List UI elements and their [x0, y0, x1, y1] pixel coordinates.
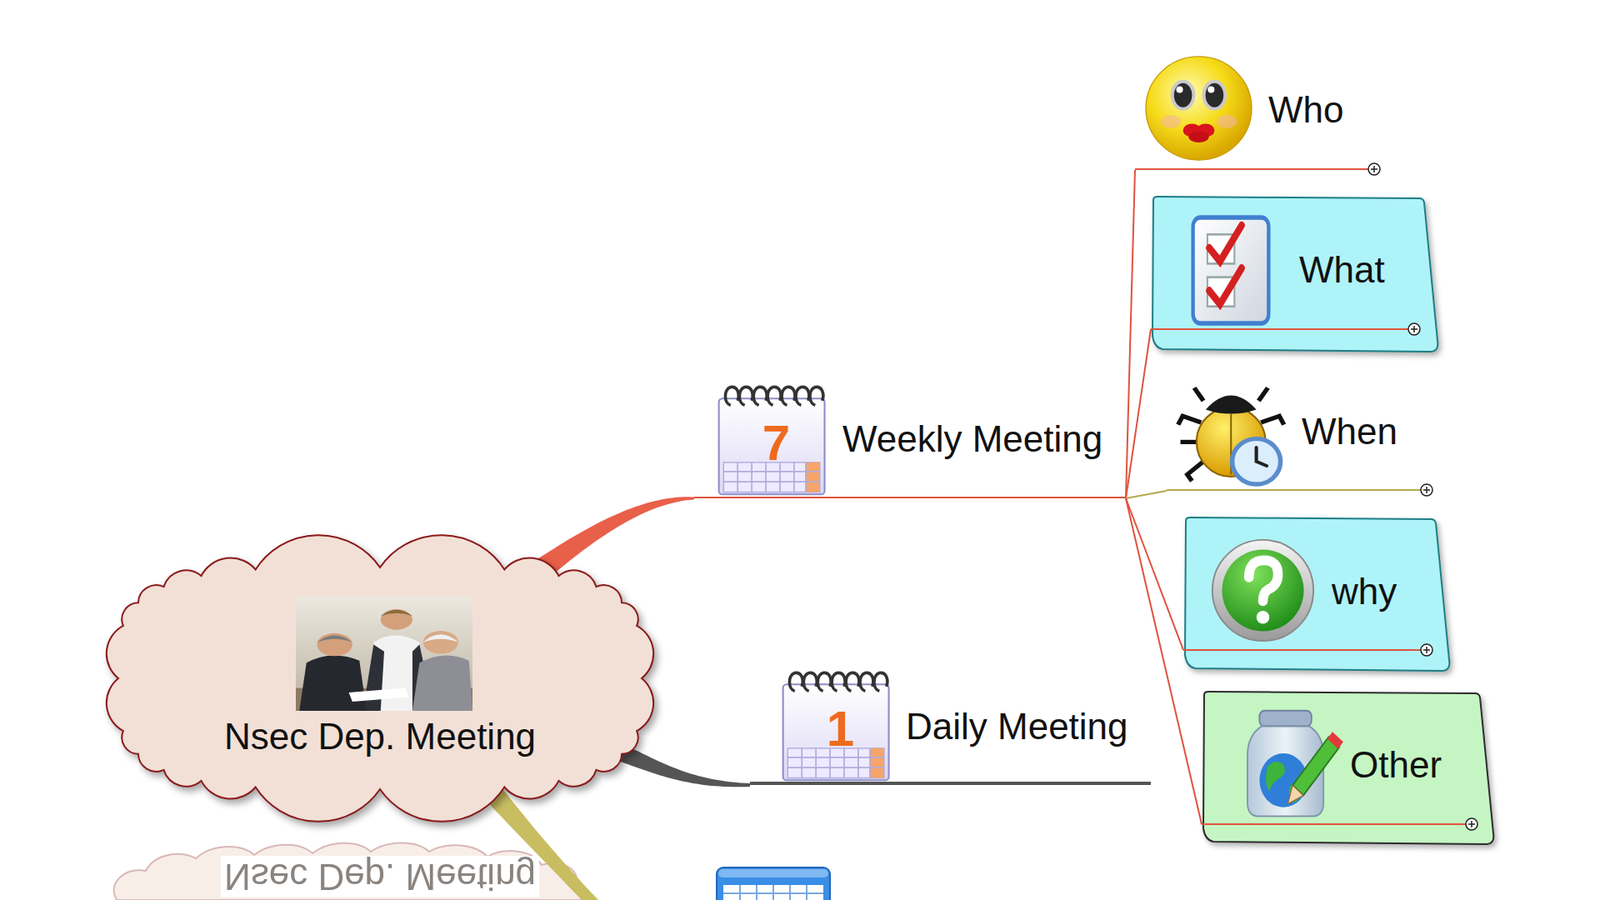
- node-label: Who: [1268, 89, 1344, 131]
- subtopic: Who: [1135, 50, 1388, 170]
- subtopic-box: why: [1183, 517, 1451, 674]
- reflection-text: Nsec Dep. Meeting: [220, 855, 540, 898]
- branch-topic: Daily Meeting1: [750, 668, 1151, 785]
- check-icon: [1185, 214, 1276, 327]
- node-label: why: [1331, 570, 1397, 613]
- subtopic: When: [1166, 376, 1442, 491]
- smile-icon: [1142, 53, 1255, 164]
- subtopic-box: What: [1150, 196, 1440, 355]
- branch-connector: [1125, 490, 1167, 499]
- branch-topic: Weekly Meeting7: [694, 382, 1126, 499]
- topic-box-shape: [1201, 691, 1495, 847]
- reflection-cloud: [114, 843, 590, 900]
- connector-line: [1125, 498, 1184, 650]
- meeting-photo: [295, 596, 473, 711]
- partial-calendar-icon: [716, 867, 830, 900]
- node-label: Daily Meeting: [905, 705, 1129, 748]
- node-label: Nsec Dep. Meeting: [224, 715, 536, 758]
- central-cloud: Nsec Dep. Meeting: [101, 550, 659, 806]
- calendar-number: 7: [720, 414, 832, 473]
- connector-line: [1125, 329, 1151, 499]
- node-label: What: [1299, 249, 1385, 291]
- q-icon: [1209, 536, 1317, 645]
- calendar-number: 1: [785, 700, 896, 759]
- subtopic-box: Other: [1201, 691, 1495, 847]
- node-label: Weekly Meeting: [842, 418, 1103, 460]
- node-label: Other: [1350, 744, 1442, 786]
- bug-icon: [1175, 379, 1291, 488]
- connector-line: [1125, 490, 1167, 499]
- branch-connector: [1125, 329, 1151, 499]
- node-label: When: [1301, 410, 1398, 453]
- jar-icon: [1237, 708, 1338, 821]
- branch-connector: [1125, 498, 1184, 650]
